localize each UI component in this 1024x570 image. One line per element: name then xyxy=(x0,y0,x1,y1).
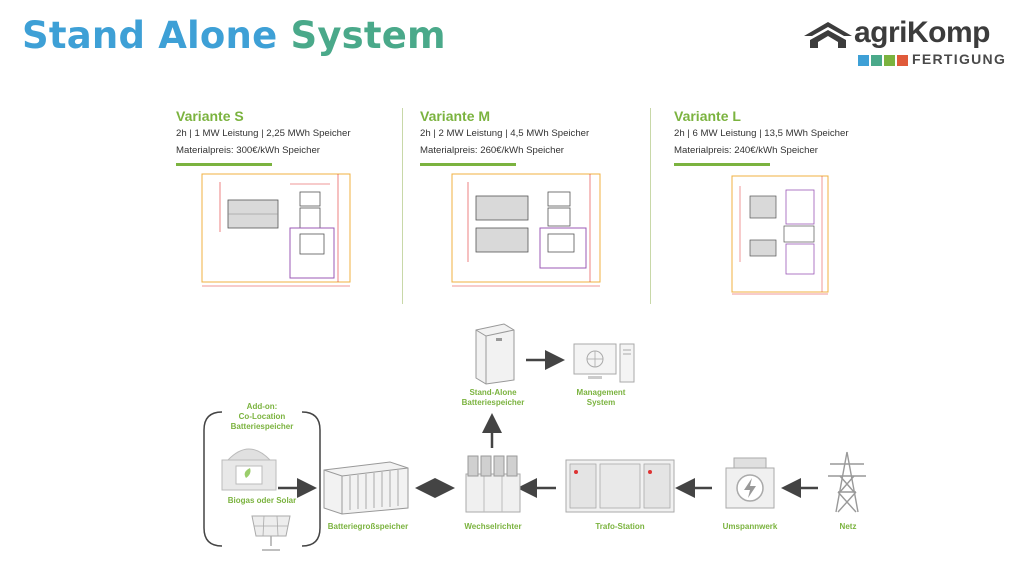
page-title: Stand Alone System xyxy=(22,14,446,57)
variant-specs: 2h | 6 MW Leistung | 13,5 MWh Speicher xyxy=(674,128,849,139)
title-part-2: System xyxy=(290,14,446,57)
company-logo: agriKomp FERTIGUNG xyxy=(802,16,1012,72)
variant-title: Variante S xyxy=(176,108,244,124)
divider xyxy=(402,108,403,304)
management-label: Management System xyxy=(576,388,626,407)
battery-container-icon xyxy=(323,461,409,515)
logo-subtitle: FERTIGUNG xyxy=(912,51,1007,67)
standalone-battery-icon xyxy=(475,323,515,385)
solar-panel-icon xyxy=(251,515,291,551)
power-tower-icon xyxy=(828,451,866,513)
variant-price: Materialpreis: 240€/kWh Speicher xyxy=(674,145,818,156)
variant-underline xyxy=(674,163,770,166)
logo-square-4 xyxy=(897,55,908,66)
variant-s: Variante S 2h | 1 MW Leistung | 2,25 MWh… xyxy=(176,108,406,166)
logo-mark-icon xyxy=(804,22,852,48)
site-plan-m xyxy=(451,173,601,287)
grid-label: Netz xyxy=(839,522,857,531)
variant-m: Variante M 2h | 2 MW Leistung | 4,5 MWh … xyxy=(420,108,650,166)
inverter-label: Wechselrichter xyxy=(464,522,522,531)
divider xyxy=(650,108,651,304)
biogas-label: Biogas oder Solar xyxy=(227,496,297,505)
trafo-label: Trafo-Station xyxy=(595,522,645,531)
inverter-icon xyxy=(465,455,521,513)
logo-square-2 xyxy=(871,55,882,66)
substation-label: Umspannwerk xyxy=(722,522,778,531)
site-plan-l xyxy=(731,175,829,295)
title-part-1: Stand Alone xyxy=(22,14,278,57)
logo-square-3 xyxy=(884,55,895,66)
variant-specs: 2h | 2 MW Leistung | 4,5 MWh Speicher xyxy=(420,128,590,139)
logo-name: agriKomp xyxy=(854,16,991,49)
variant-title: Variante M xyxy=(420,108,491,124)
standalone-label: Stand-Alone Batteriespeicher xyxy=(461,388,525,407)
variant-l: Variante L 2h | 6 MW Leistung | 13,5 MWh… xyxy=(674,108,904,166)
site-plan-s xyxy=(201,173,351,287)
variant-specs: 2h | 1 MW Leistung | 2,25 MWh Speicher xyxy=(176,128,351,139)
addon-label: Add-on: Co-Location Batteriespeicher xyxy=(230,402,294,431)
variant-title: Variante L xyxy=(674,108,741,124)
battery-large-label: Batteriegroßspeicher xyxy=(327,522,409,531)
variant-price: Materialpreis: 260€/kWh Speicher xyxy=(420,145,564,156)
variant-price: Materialpreis: 300€/kWh Speicher xyxy=(176,145,320,156)
biogas-plant-icon xyxy=(221,448,277,491)
substation-icon xyxy=(725,457,775,509)
trafo-station-icon xyxy=(565,459,675,513)
variant-underline xyxy=(420,163,516,166)
variant-underline xyxy=(176,163,272,166)
computer-icon xyxy=(573,343,635,383)
logo-square-1 xyxy=(858,55,869,66)
